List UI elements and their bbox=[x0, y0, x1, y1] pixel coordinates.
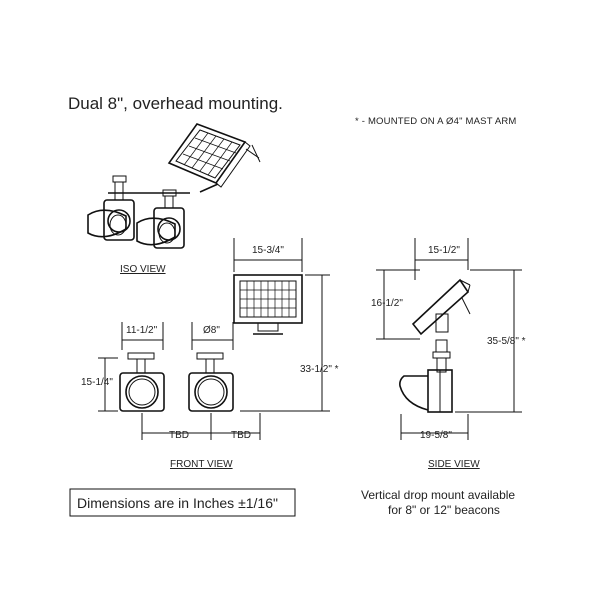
lens-diameter-dimension: Ø8" bbox=[203, 325, 220, 336]
side-panel-height-dimension: 16-1/2" bbox=[371, 298, 403, 309]
tolerance-box-text: Dimensions are in Inches ±1/16" bbox=[77, 495, 278, 511]
side-solar-panel bbox=[411, 278, 471, 336]
side-top-width-dimension: 15-1/2" bbox=[428, 245, 460, 256]
side-bottom-width-dimension: 19-5/8" bbox=[420, 430, 452, 441]
front-solar-panel bbox=[233, 274, 303, 335]
side-view-label: SIDE VIEW bbox=[428, 459, 480, 470]
side-mast-beacon bbox=[399, 339, 453, 413]
front-view-label: FRONT VIEW bbox=[170, 459, 233, 470]
iso-beacon-left bbox=[87, 199, 135, 241]
footnote-line-1: Vertical drop mount available bbox=[361, 488, 515, 502]
front-height-dimension: 15-1/4" bbox=[81, 377, 113, 388]
side-overall-height-dimension: 35-5/8" * bbox=[487, 336, 526, 347]
iso-beacon-right bbox=[136, 207, 185, 249]
drawing-title: Dual 8", overhead mounting. bbox=[68, 94, 283, 113]
front-beacon-left bbox=[119, 372, 165, 412]
tolerance-box-frame bbox=[69, 488, 296, 517]
overall-height-dimension: 33-1/2" * bbox=[300, 364, 339, 375]
iso-mount-bracket bbox=[108, 175, 190, 209]
front-beacon-right bbox=[188, 372, 234, 412]
spacing-right-tbd: TBD bbox=[231, 430, 251, 441]
footnote-line-2: for 8" or 12" beacons bbox=[388, 503, 500, 517]
bracket-width-dimension: 11-1/2" bbox=[126, 325, 158, 336]
iso-view-label: ISO VIEW bbox=[120, 264, 166, 275]
solar-width-dimension: 15-3/4" bbox=[252, 245, 284, 256]
front-mast-bracket bbox=[127, 352, 224, 374]
spacing-left-tbd: TBD bbox=[169, 430, 189, 441]
iso-solar-panel bbox=[167, 123, 261, 193]
mast-arm-note: * - MOUNTED ON A Ø4" MAST ARM bbox=[355, 116, 517, 127]
